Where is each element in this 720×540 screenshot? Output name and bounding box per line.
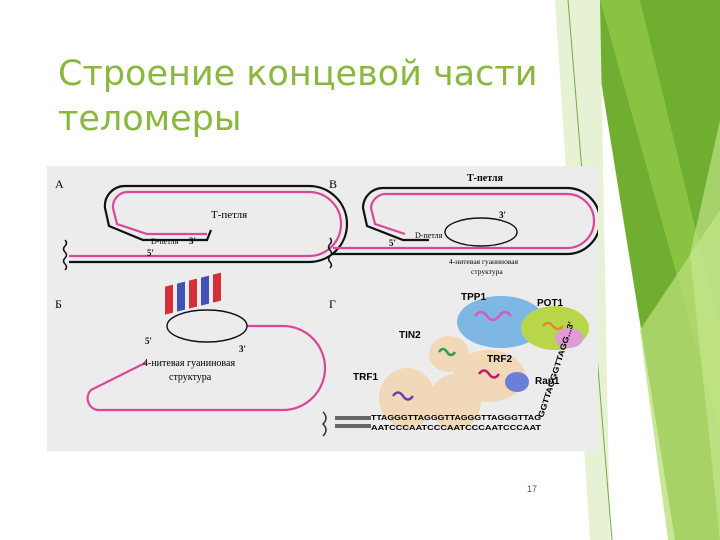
trf1-label: TRF1 <box>353 372 378 383</box>
panel-a-loop-label: Т-петля <box>211 209 247 221</box>
panel-g-letter: Г <box>329 297 336 311</box>
dna-coil-icon <box>327 237 333 269</box>
panel-a-three: 3′ <box>189 236 196 246</box>
panel-v-loop-label: Т-петля <box>467 173 503 184</box>
tin2-label: TIN2 <box>399 330 421 341</box>
panel-v-line2: структура <box>471 267 503 276</box>
panel-g: Г TPP1 POT1 TIN2 TRF2 TRF1 Rap1 <box>321 292 589 437</box>
panel-a-letter: А <box>55 177 64 191</box>
panel-b-letter: Б <box>55 297 62 311</box>
panel-b-line1: 4-нитевая гуаниновая <box>143 358 235 369</box>
dna-break-icon <box>321 411 327 437</box>
panel-v-three: 3′ <box>499 210 506 220</box>
rap1-protein <box>505 372 529 392</box>
pot1-label: POT1 <box>537 298 564 309</box>
trf1-protein-right <box>429 374 481 430</box>
trf2-label: TRF2 <box>487 354 512 365</box>
tpp1-label: TPP1 <box>461 292 486 303</box>
panel-b-line2: структура <box>169 372 212 383</box>
panel-b-five: 5′ <box>145 336 152 346</box>
trf1-protein-left <box>379 368 435 428</box>
panel-v-d-loop: D-петля <box>415 231 443 240</box>
panel-v: В Т-петля D-петля 5′ 3′ 4-нитевая гуанин… <box>327 173 598 276</box>
panel-v-line1: 4-нитевая гуаниновая <box>449 257 519 266</box>
panel-b: Б 5′ 3′ 4-нитевая гуаниновая структура <box>55 272 327 412</box>
top-strand: TTAGGGTTAGGGTTAGGGTTAGGGTTAG <box>371 413 541 422</box>
panel-v-letter: В <box>329 177 337 191</box>
panel-a-d-loop: D-петля <box>151 237 179 246</box>
rap1-label: Rap1 <box>535 376 560 387</box>
panel-a-five: 5′ <box>147 248 154 258</box>
slide-title: Строение концевой части теломеры <box>58 54 538 139</box>
page-number: 17 <box>527 484 538 494</box>
bottom-strand: AATCCCAATCCCAATCCCAATCCCAAT <box>371 423 542 432</box>
panel-b-three: 3′ <box>239 344 246 354</box>
panel-v-five: 5′ <box>389 238 396 248</box>
g-quadruplex-icon <box>165 272 221 315</box>
panel-a: А Т-петля D-петля 5′ 3′ <box>55 177 349 271</box>
telomere-figure: А Т-петля D-петля 5′ 3′ В Т-петля D-петл… <box>47 166 598 451</box>
dna-coil-icon <box>62 239 68 271</box>
